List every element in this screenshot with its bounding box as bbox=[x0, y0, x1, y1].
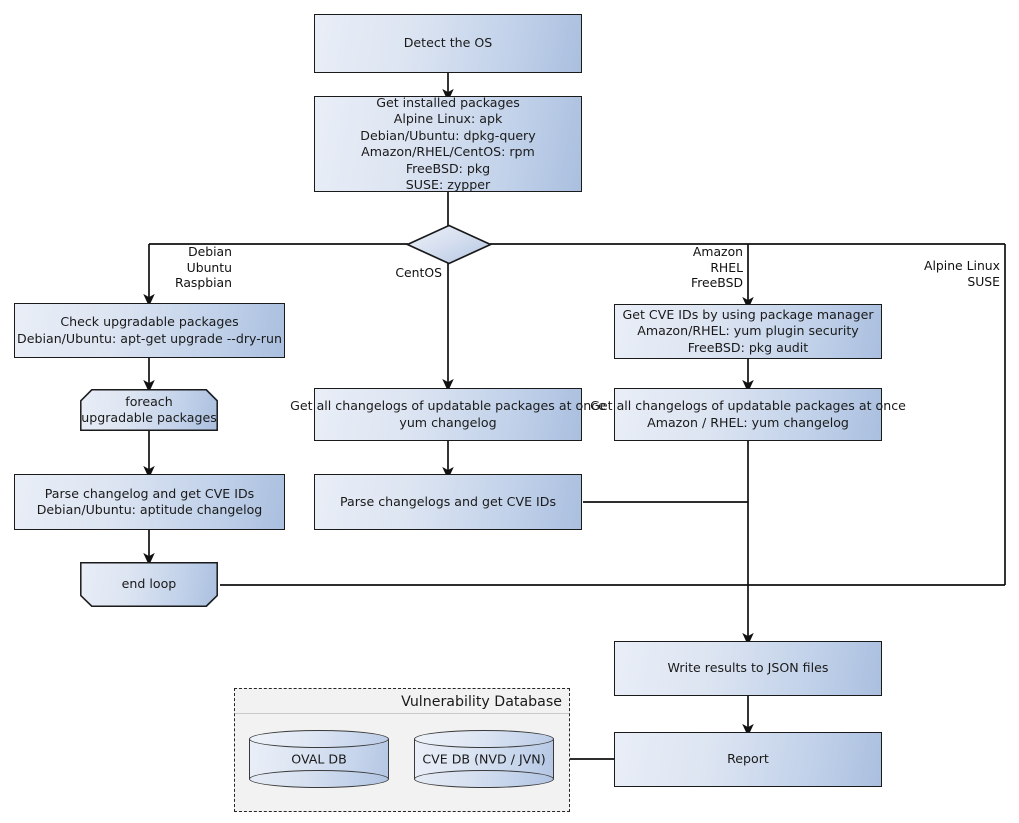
node-parse-changelogs-centos[interactable]: Parse changelogs and get CVE IDs bbox=[314, 474, 582, 530]
node-foreach-loop-label: foreach upgradable packages bbox=[81, 393, 217, 425]
node-parse-changelog-debian-label: Parse changelog and get CVE IDs Debian/U… bbox=[36, 485, 263, 518]
node-get-cve-package-manager[interactable]: Get CVE IDs by using package manager Ama… bbox=[614, 304, 882, 359]
node-check-upgradable[interactable]: Check upgradable packages Debian/Ubuntu:… bbox=[14, 303, 285, 358]
db-cylinder-oval-top bbox=[249, 730, 389, 748]
node-changelogs-amazon[interactable]: Get all changelogs of updatable packages… bbox=[590, 388, 906, 441]
node-get-cve-package-manager-label: Get CVE IDs by using package manager Ama… bbox=[622, 306, 874, 355]
node-parse-changelog-debian[interactable]: Parse changelog and get CVE IDs Debian/U… bbox=[14, 474, 285, 530]
vulnerability-database-title: Vulnerability Database bbox=[401, 694, 562, 710]
db-cylinder-cve-label: CVE DB (NVD / JVN) bbox=[422, 751, 546, 767]
node-get-installed-packages-label: Get installed packages Alpine Linux: apk… bbox=[360, 94, 536, 193]
db-cylinder-cve-top bbox=[414, 730, 554, 748]
node-write-json-label: Write results to JSON files bbox=[667, 660, 829, 676]
db-cylinder-oval-bottom bbox=[249, 770, 389, 788]
edge-label-debian: Debian Ubuntu Raspbian bbox=[174, 244, 232, 290]
node-end-loop[interactable]: end loop bbox=[80, 562, 218, 607]
node-detect-os[interactable]: Detect the OS bbox=[314, 14, 582, 73]
node-foreach-loop[interactable]: foreach upgradable packages bbox=[80, 389, 218, 431]
node-changelogs-centos-label: Get all changelogs of updatable packages… bbox=[290, 398, 606, 430]
node-write-json[interactable]: Write results to JSON files bbox=[614, 641, 882, 696]
node-changelogs-centos[interactable]: Get all changelogs of updatable packages… bbox=[290, 388, 606, 441]
node-check-upgradable-label: Check upgradable packages Debian/Ubuntu:… bbox=[17, 314, 282, 346]
node-report[interactable]: Report bbox=[614, 732, 882, 787]
edge-label-centos: CentOS bbox=[395, 265, 442, 280]
db-cylinder-oval[interactable]: OVAL DB bbox=[249, 730, 389, 788]
node-os-decision[interactable] bbox=[406, 224, 492, 265]
node-detect-os-label: Detect the OS bbox=[403, 35, 493, 51]
node-get-installed-packages[interactable]: Get installed packages Alpine Linux: apk… bbox=[314, 94, 582, 193]
group-title-separator bbox=[235, 713, 569, 714]
edge-label-alpine: Alpine Linux SUSE bbox=[923, 258, 1000, 289]
node-parse-changelogs-centos-label: Parse changelogs and get CVE IDs bbox=[339, 493, 557, 509]
node-changelogs-amazon-label: Get all changelogs of updatable packages… bbox=[590, 398, 906, 430]
db-cylinder-cve-bottom bbox=[414, 770, 554, 788]
db-cylinder-oval-label: OVAL DB bbox=[291, 751, 347, 767]
node-report-label: Report bbox=[727, 751, 769, 767]
node-end-loop-label: end loop bbox=[121, 576, 177, 592]
edge-label-amazon: Amazon RHEL FreeBSD bbox=[691, 244, 743, 290]
db-cylinder-cve[interactable]: CVE DB (NVD / JVN) bbox=[414, 730, 554, 788]
